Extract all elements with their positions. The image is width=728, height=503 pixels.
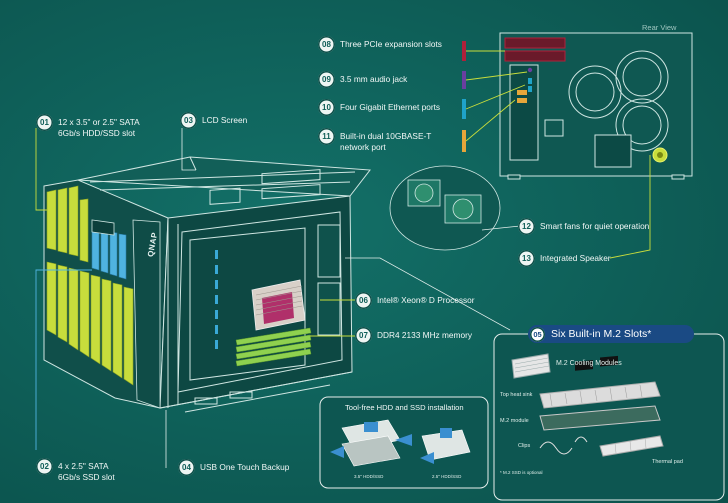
fan-closeup [389,165,501,251]
toolfree-right-caption: 2.5" HDD/SSD [432,474,462,479]
m2-banner: 05 Six Built-in M.2 Slots* [528,325,694,343]
rear-ports [517,67,533,103]
callout-number: 03 [180,112,197,129]
callout-02: 02 4 x 2.5" SATA 6Gb/s SSD slot [36,458,126,482]
rear-view-title: Rear View [642,23,677,32]
memory-modules [235,327,312,367]
top-heat-sink-label: Top heat sink [500,392,533,398]
toolfree-title: Tool-free HDD and SSD installation [345,403,464,412]
callout-07: 07 DDR4 2133 MHz memory [355,327,507,344]
m2-module-label: M.2 module [500,418,529,424]
callout-06: 06 Intel® Xeon® D Processor [355,292,507,309]
callout-label: 12 x 3.5" or 2.5" SATA 6Gb/s HDD/SSD slo… [58,117,140,138]
callout-09: 09 3.5 mm audio jack [318,71,470,88]
callout-number: 11 [318,128,335,145]
toolfree-panel [319,396,489,489]
callout-12: 12 Smart fans for quiet operation [518,218,700,235]
callout-number: 01 [36,114,53,131]
m2-title: Six Built-in M.2 Slots* [551,328,652,340]
blue-leader-lines [35,269,92,450]
callout-03: 03 LCD Screen [180,112,272,129]
hdd-bays [46,185,134,386]
m2-panel [493,333,725,501]
callout-number: 06 [355,292,372,309]
cpu-heatsink [251,279,306,331]
callout-label: Smart fans for quiet operation [540,221,650,231]
callout-08: 08 Three PCIe expansion slots [318,36,470,53]
ssd-bays [91,227,127,280]
callout-10: 10 Four Gigabit Ethernet ports [318,99,470,116]
callout-number: 04 [178,459,195,476]
callout-label: 4 x 2.5" SATA 6Gb/s SSD slot [58,461,115,482]
clips-label: Clips [518,443,531,449]
callout-number: 12 [518,218,535,235]
callout-number: 09 [318,71,335,88]
callout-number: 07 [355,327,372,344]
callout-label: LCD Screen [202,115,248,125]
callout-label: Intel® Xeon® D Processor [377,295,475,305]
m2-cooling-label: M.2 Cooling Modules [556,360,622,367]
lcd-screen [91,219,115,236]
callout-01: 01 12 x 3.5" or 2.5" SATA 6Gb/s HDD/SSD … [36,114,158,138]
callout-number: 05 [530,326,545,342]
callout-label: Three PCIe expansion slots [340,39,442,49]
callout-number: 10 [318,99,335,116]
callout-13: 13 Integrated Speaker [518,250,660,267]
callout-label: 3.5 mm audio jack [340,74,408,84]
callout-label: Integrated Speaker [540,253,611,263]
leader-lines [35,50,651,337]
callout-label: USB One Touch Backup [200,462,290,472]
callout-number: 13 [518,250,535,267]
thermal-pad-label: Thermal pad [652,459,683,465]
board-connectors [215,250,218,349]
callout-label: Four Gigabit Ethernet ports [340,102,441,112]
callout-11: 11 Built-in dual 10GBASE-T network port [318,128,458,152]
callout-label: DDR4 2133 MHz memory [377,330,472,340]
white-leader-lines [165,128,521,468]
m2-footnote: * M.2 SSD is optional [500,470,543,475]
callout-label: Built-in dual 10GBASE-T network port [340,131,432,152]
callout-number: 08 [318,36,335,53]
callout-04: 04 USB One Touch Backup [178,459,320,476]
callout-number: 02 [36,458,53,475]
toolfree-left-caption: 3.5" HDD/SSD [354,474,384,479]
